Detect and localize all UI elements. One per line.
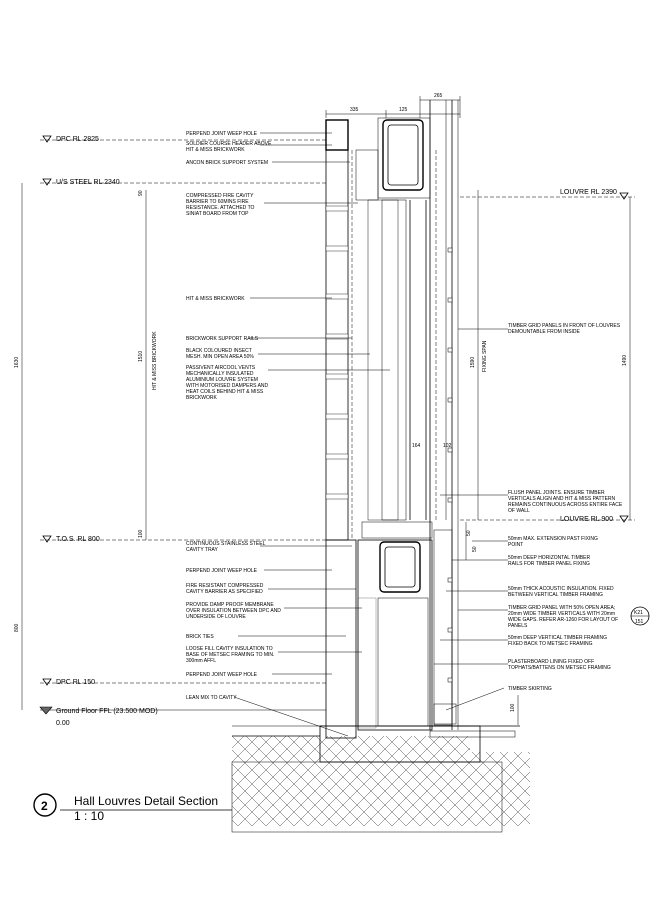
- note-50mm-extension: 50mm MAX. EXTENSION PAST FIXING POINT: [508, 536, 598, 548]
- note-vertical-framing: 50mm DEEP VERTICAL TIMBER FRAMING FIXED …: [508, 635, 608, 647]
- detail-number: 2: [41, 799, 48, 813]
- detail-title: Hall Louvres Detail Section: [74, 794, 218, 808]
- note-passivent: PASSIVENT AIRCOOL VENTS MECHANICALLY INS…: [186, 365, 269, 401]
- note-acoustic-insulation: 50mm THICK ACOUSTIC INSULATION. FIXED BE…: [508, 586, 614, 598]
- note-cavity-tray: CONTINUOUS STAINLESS STEEL CAVITY TRAY: [186, 541, 266, 553]
- note-weep-hole-3: PERPEND JOINT WEEP HOLE: [186, 672, 258, 678]
- tag-sheet: 151: [635, 619, 644, 625]
- note-hit-miss: HIT & MISS BRICKWORK: [186, 296, 245, 302]
- level-dpc-150: DPC RL 150: [56, 679, 95, 686]
- note-plasterboard: PLASTERBOARD LINING FIXED OFF TOPHATS/BA…: [508, 659, 611, 671]
- section-tag: K21 151: [630, 606, 650, 626]
- dim-bottom-100: 100: [510, 703, 516, 712]
- level-us-steel: U/S STEEL RL 2340: [56, 179, 120, 186]
- level-dpc-2825: DPC RL 2825: [56, 136, 99, 143]
- note-horizontal-rails: 50mm DEEP HORIZONTAL TIMBER RAILS FOR TI…: [508, 555, 591, 567]
- note-loose-fill: LOOSE FILL CAVITY INSULATION TO BASE OF …: [186, 646, 275, 664]
- note-lean-mix: LEAN MIX TO CAVITY: [186, 695, 237, 701]
- detail-scale: 1 : 10: [74, 809, 104, 823]
- dim-125: 125: [399, 107, 408, 113]
- note-soldier-course: SOLDIER COURSE HEADER ABOVE HIT & MISS B…: [186, 141, 272, 153]
- level-labels: DPC RL 2825 U/S STEEL RL 2340 T.O.S. RL …: [56, 136, 617, 727]
- note-brickwork-rails: BRICKWORK SUPPORT RAILS: [186, 336, 259, 342]
- note-fire-cavity: FIRE RESISTANT COMPRESSED CAVITY BARRIER…: [186, 583, 264, 595]
- note-timber-grid-panels: TIMBER GRID PANELS IN FRONT OF LOUVRES D…: [508, 323, 621, 335]
- tag-code: K21: [634, 610, 643, 616]
- note-brick-ties: BRICK TIES: [186, 634, 214, 640]
- note-weep-hole-1: PERPEND JOINT WEEP HOLE: [186, 131, 258, 137]
- left-notes: PERPEND JOINT WEEP HOLE SOLDIER COURSE H…: [186, 131, 390, 737]
- dim-brick-label: HIT & MISS BRICKWORK: [152, 331, 158, 390]
- note-weep-hole-2: PERPEND JOINT WEEP HOLE: [186, 568, 258, 574]
- right-notes: TIMBER GRID PANELS IN FRONT OF LOUVRES D…: [434, 323, 650, 711]
- level-tos: T.O.S. RL 800: [56, 536, 100, 543]
- dim-265: 265: [434, 93, 443, 99]
- level-lines: [39, 135, 635, 715]
- dim-335: 335: [350, 107, 359, 113]
- dim-164: 164: [412, 443, 421, 449]
- dim-100: 100: [138, 529, 144, 538]
- dim-800: 800: [14, 623, 20, 632]
- dim-1490: 1490: [622, 355, 628, 366]
- dimensions: 335 125 265 1630 800 90 1510 HIT & MISS …: [14, 93, 631, 725]
- note-dpm: PROVIDE DAMP PROOF MEMBRANE OVER INSULAT…: [186, 602, 281, 620]
- dim-1630: 1630: [14, 357, 20, 368]
- level-louvre-2390: LOUVRE RL 2390: [560, 189, 617, 196]
- louvre-assembly: [351, 100, 459, 731]
- dim-90: 90: [138, 190, 144, 196]
- outer-brick-leaf: [325, 119, 357, 739]
- note-timber-skirting: TIMBER SKIRTING: [508, 686, 552, 692]
- dim-50-b: 50: [472, 546, 478, 552]
- level-ffl: Ground Floor FFL (23.500 MOD): [56, 708, 158, 715]
- note-insect-mesh: BLACK COLOURED INSECT MESH. MIN OPEN ARE…: [186, 348, 254, 360]
- level-ffl-value: 0.00: [56, 720, 70, 727]
- title-block: 2 Hall Louvres Detail Section 1 : 10: [33, 793, 232, 823]
- note-ancon: ANCON BRICK SUPPORT SYSTEM: [186, 160, 268, 166]
- dim-1510: 1510: [138, 351, 144, 362]
- note-flush-panel: FLUSH PANEL JOINTS. ENSURE TIMBER VERTIC…: [508, 490, 623, 514]
- dim-fixing-span-label: FIXING SPAN: [482, 340, 488, 372]
- dim-50-a: 50: [466, 530, 472, 536]
- note-fire-barrier: COMPRESSED FIRE CAVITY BARRIER TO 60MINS…: [186, 193, 255, 217]
- foundation: [231, 725, 530, 833]
- dim-102: 102: [443, 443, 452, 449]
- dim-1590: 1590: [470, 357, 476, 368]
- level-louvre-900: LOUVRE RL 900: [560, 516, 613, 523]
- note-timber-grid-panel: TIMBER GRID PANEL WITH 50% OPEN AREA; 20…: [508, 605, 619, 629]
